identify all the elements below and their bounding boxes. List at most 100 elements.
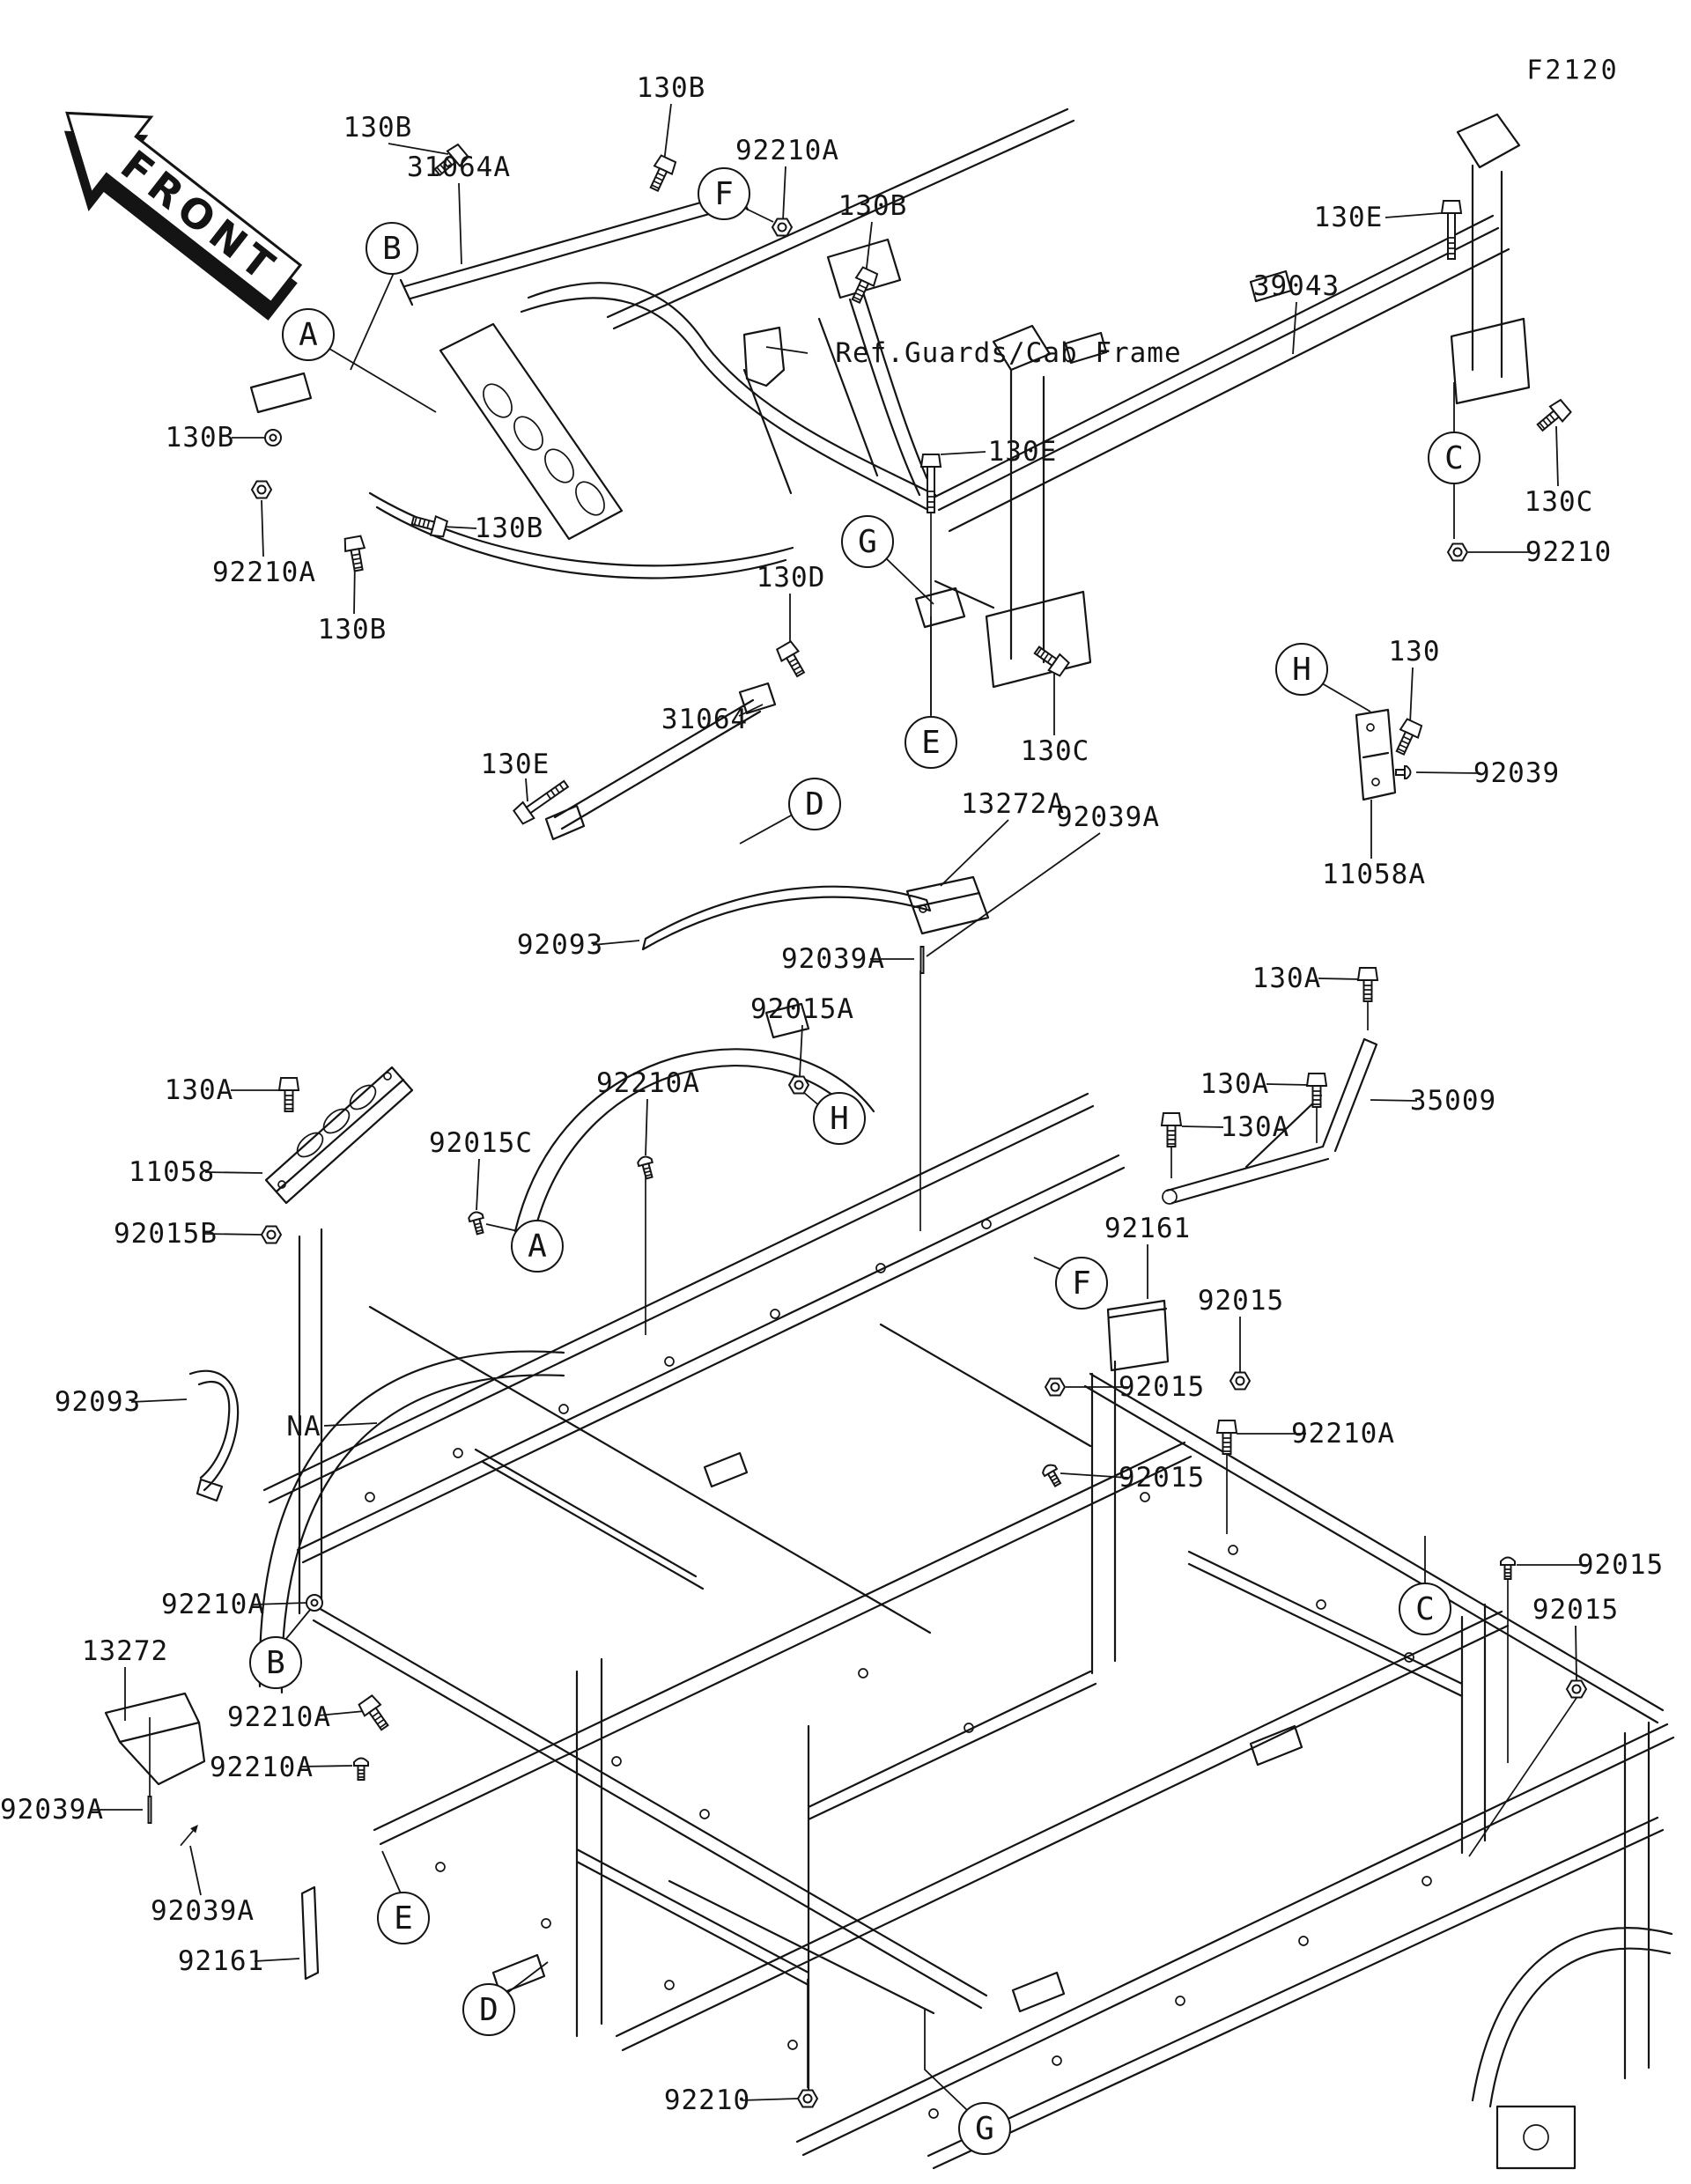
part-number-label: 11058 <box>128 1156 216 1188</box>
leader-line <box>189 1845 202 1896</box>
callout-circle-b: B <box>249 1636 302 1689</box>
leader-line <box>884 557 934 605</box>
callout-circle-e: E <box>377 1892 430 1944</box>
part-number-label: 130 <box>1388 636 1441 668</box>
part-number-label: 92039A <box>0 1794 104 1826</box>
part-number-label: 92210A <box>161 1589 265 1620</box>
part-number-label: 31064 <box>661 704 749 735</box>
part-number-label: NA <box>286 1411 321 1442</box>
cab-frame-sketch <box>249 238 937 579</box>
part-number-label: 92210A <box>1291 1418 1395 1450</box>
part-number-label: 130A <box>164 1074 234 1106</box>
leader-line <box>738 704 764 717</box>
part-number-label: 13272A <box>961 788 1065 820</box>
leader-line <box>1409 667 1414 725</box>
part-number-label: 92015A <box>750 993 854 1025</box>
part-number-label: 92015B <box>114 1218 218 1250</box>
part-number-label: 92093 <box>54 1386 142 1418</box>
callout-circle-c: C <box>1399 1583 1451 1635</box>
part-number-label: 130E <box>987 436 1058 468</box>
part-number-label: 130B <box>838 190 908 222</box>
leader-line <box>1060 1472 1129 1479</box>
leader-line <box>317 1710 366 1716</box>
leader-line <box>865 221 873 276</box>
leader-line <box>443 526 477 529</box>
part-number-label: 92210A <box>210 1752 314 1783</box>
leader-line <box>323 1422 378 1427</box>
leader-line <box>1318 978 1362 980</box>
callout-circle-a: A <box>511 1220 564 1273</box>
callout-circle-e: E <box>905 716 957 769</box>
part-number-label: 35009 <box>1409 1085 1497 1117</box>
part-number-label: 130E <box>480 749 550 780</box>
leader-line <box>1292 301 1297 355</box>
part-number-label: 92210 <box>1525 536 1613 568</box>
leader-line <box>130 1398 188 1403</box>
leader-line <box>261 499 264 557</box>
callout-circle-b: B <box>366 222 418 275</box>
leader-line <box>739 815 792 845</box>
part-number-label: 92039A <box>151 1895 255 1927</box>
callout-circle-g: G <box>841 515 894 568</box>
leader-lines <box>92 103 1587 2111</box>
frame-holes <box>365 1219 1549 2151</box>
leader-line <box>458 182 462 265</box>
part-number-label: 92015 <box>1118 1462 1206 1494</box>
leader-line <box>799 1024 803 1077</box>
leader-line <box>204 1171 263 1174</box>
leader-line <box>743 207 774 223</box>
leader-line <box>1555 425 1559 487</box>
part-number-label: 92210A <box>212 557 316 588</box>
part-number-label: 130B <box>474 513 544 544</box>
leader-line <box>476 1158 480 1211</box>
part-number-label: 130B <box>317 614 388 646</box>
leader-line <box>592 940 640 946</box>
leader-line <box>525 778 528 802</box>
figure-code: F2120 <box>1526 55 1620 86</box>
part-number-label: 13272 <box>81 1635 169 1667</box>
leader-line <box>329 348 437 413</box>
leader-line <box>381 1850 402 1894</box>
leader-line <box>299 1765 353 1767</box>
part-number-label: Ref.Guards/Cab Frame <box>835 337 1182 369</box>
part-number-label: 92210A <box>735 135 839 166</box>
leader-line <box>252 1602 307 1605</box>
part-number-label: 92015 <box>1197 1285 1285 1317</box>
cab-plate-holes <box>483 383 605 516</box>
part-number-label: 92039A <box>1056 801 1160 833</box>
leader-line <box>940 819 1009 887</box>
leader-line <box>1370 1099 1418 1102</box>
construction-lines <box>149 498 1577 2088</box>
part-number-label: 92039 <box>1473 757 1561 789</box>
callout-circle-d: D <box>462 1983 515 2036</box>
leader-line <box>350 272 395 371</box>
part-number-label: 92093 <box>516 929 604 961</box>
leader-line <box>926 832 1101 957</box>
part-number-label: 130C <box>1524 486 1594 518</box>
part-number-label: 92210A <box>227 1701 331 1733</box>
part-number-label: 92015 <box>1118 1371 1206 1403</box>
part-number-label: 92210A <box>596 1067 700 1099</box>
part-number-label: 39043 <box>1252 270 1340 302</box>
leader-line <box>782 166 786 221</box>
leader-line <box>1415 771 1481 774</box>
leader-line <box>388 143 449 155</box>
mid-parts-sketch <box>104 682 1397 1981</box>
part-number-label: 31064A <box>407 151 511 183</box>
callout-circle-h: H <box>813 1092 866 1145</box>
part-number-label: 11058A <box>1322 859 1426 890</box>
callout-circle-g: G <box>958 2102 1011 2155</box>
leader-line <box>203 1233 263 1236</box>
leader-line <box>741 2098 799 2101</box>
rail-39043-sketch <box>399 107 1531 689</box>
part-number-label: 130A <box>1252 963 1322 994</box>
leader-line <box>1575 1625 1577 1681</box>
part-number-label: 130B <box>165 422 235 454</box>
part-number-label: 92015C <box>429 1127 533 1159</box>
main-frame-sketch <box>258 587 1675 2170</box>
leader-line <box>645 1098 648 1156</box>
part-number-label: 92161 <box>177 1945 265 1977</box>
part-number-label: 92039A <box>781 943 885 975</box>
leader-line <box>1033 1257 1063 1271</box>
